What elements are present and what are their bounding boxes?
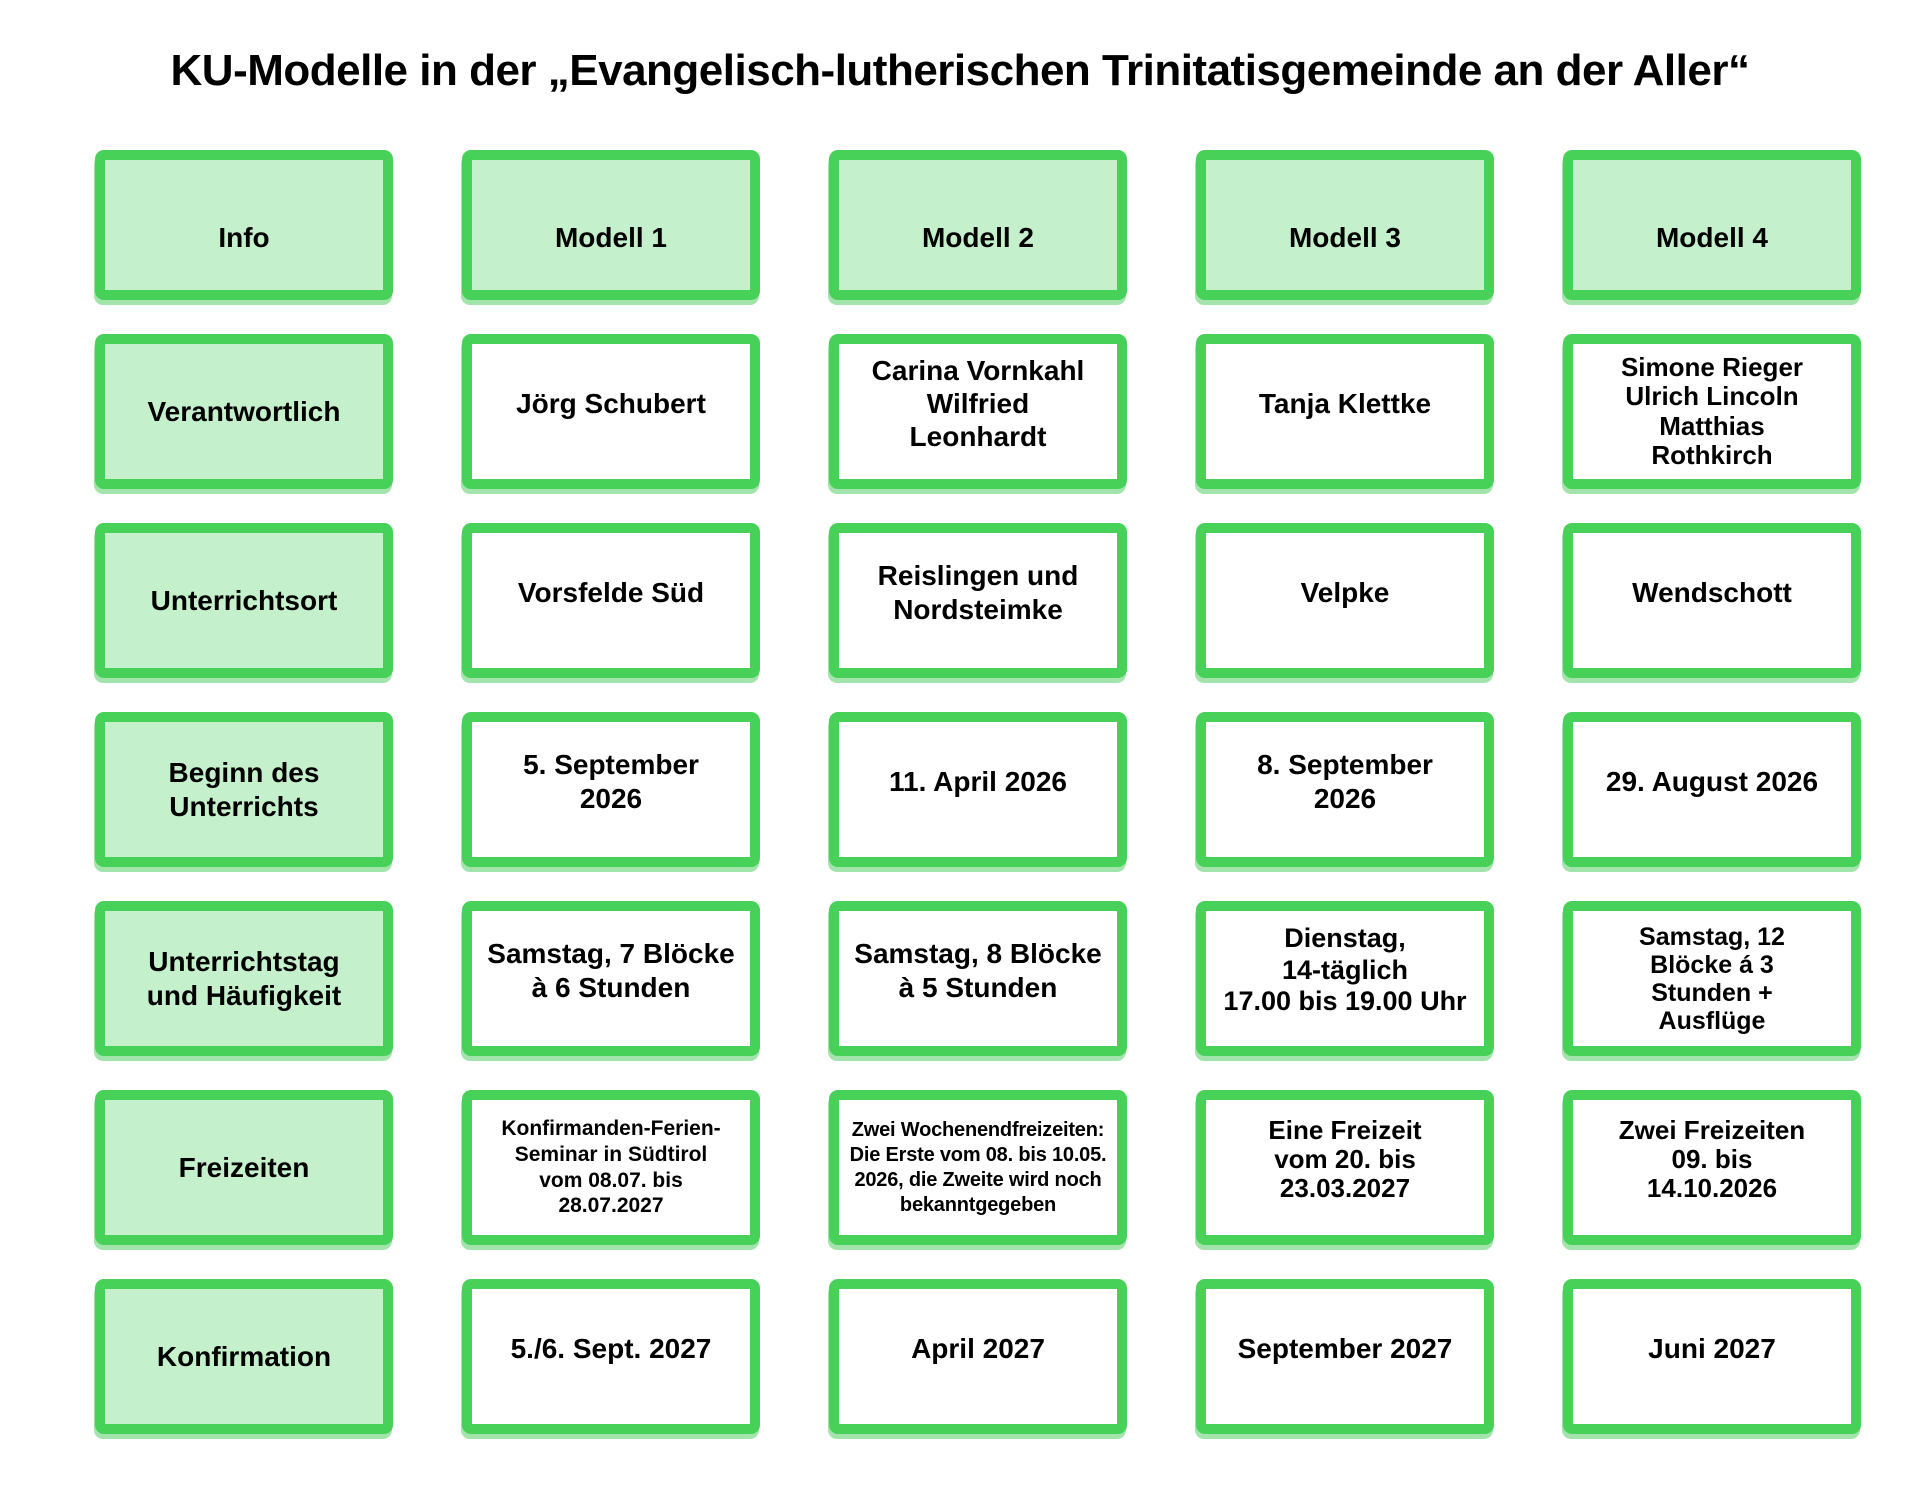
cell-unterrichtstag-modell-3: Dienstag, 14-täglich 17.00 bis 19.00 Uhr — [1196, 901, 1494, 1056]
cell-beginn-modell-1: 5. September 2026 — [462, 712, 760, 867]
header-cell-modell-2: Modell 2 — [829, 150, 1127, 300]
cell-beginn-modell-2: 11. April 2026 — [829, 712, 1127, 867]
cell-beginn-modell-3: 8. September 2026 — [1196, 712, 1494, 867]
models-table: Info Modell 1 Modell 2 Modell 3 Modell 4… — [95, 150, 1861, 1434]
cell-unterrichtstag-modell-2: Samstag, 8 Blöcke à 5 Stunden — [829, 901, 1127, 1056]
row-label-beginn-des-unterrichts: Beginn des Unterrichts — [95, 712, 393, 867]
header-cell-modell-3: Modell 3 — [1196, 150, 1494, 300]
cell-verantwortlich-modell-3: Tanja Klettke — [1196, 334, 1494, 489]
cell-freizeiten-modell-1: Konfirmanden-Ferien- Seminar in Südtirol… — [462, 1090, 760, 1245]
header-cell-modell-1: Modell 1 — [462, 150, 760, 300]
cell-unterrichtsort-modell-3: Velpke — [1196, 523, 1494, 678]
header-cell-modell-4: Modell 4 — [1563, 150, 1861, 300]
row-label-verantwortlich: Verantwortlich — [95, 334, 393, 489]
row-label-unterrichtstag-und-haeufigkeit: Unterrichtstag und Häufigkeit — [95, 901, 393, 1056]
row-label-unterrichtsort: Unterrichtsort — [95, 523, 393, 678]
cell-unterrichtsort-modell-4: Wendschott — [1563, 523, 1861, 678]
cell-freizeiten-modell-4: Zwei Freizeiten 09. bis 14.10.2026 — [1563, 1090, 1861, 1245]
page-title: KU-Modelle in der „Evangelisch-lutherisc… — [170, 46, 1750, 95]
cell-konfirmation-modell-2: April 2027 — [829, 1279, 1127, 1434]
cell-konfirmation-modell-3: September 2027 — [1196, 1279, 1494, 1434]
cell-unterrichtsort-modell-1: Vorsfelde Süd — [462, 523, 760, 678]
cell-unterrichtstag-modell-4: Samstag, 12 Blöcke á 3 Stunden + Ausflüg… — [1563, 901, 1861, 1056]
cell-verantwortlich-modell-4: Simone Rieger Ulrich Lincoln Matthias Ro… — [1563, 334, 1861, 489]
cell-konfirmation-modell-1: 5./6. Sept. 2027 — [462, 1279, 760, 1434]
header-cell-info: Info — [95, 150, 393, 300]
cell-verantwortlich-modell-2: Carina Vornkahl Wilfried Leonhardt — [829, 334, 1127, 489]
cell-unterrichtstag-modell-1: Samstag, 7 Blöcke à 6 Stunden — [462, 901, 760, 1056]
cell-freizeiten-modell-2: Zwei Wochenendfreizeiten: Die Erste vom … — [829, 1090, 1127, 1245]
cell-freizeiten-modell-3: Eine Freizeit vom 20. bis 23.03.2027 — [1196, 1090, 1494, 1245]
row-label-freizeiten: Freizeiten — [95, 1090, 393, 1245]
cell-konfirmation-modell-4: Juni 2027 — [1563, 1279, 1861, 1434]
row-label-konfirmation: Konfirmation — [95, 1279, 393, 1434]
cell-unterrichtsort-modell-2: Reislingen und Nordsteimke — [829, 523, 1127, 678]
cell-beginn-modell-4: 29. August 2026 — [1563, 712, 1861, 867]
cell-verantwortlich-modell-1: Jörg Schubert — [462, 334, 760, 489]
